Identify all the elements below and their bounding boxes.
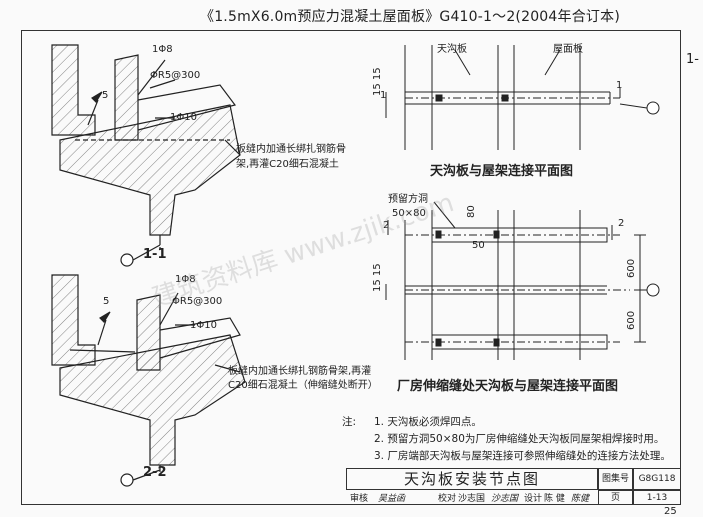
- approval-row: 审核 吴益函 校对 沙志国 沙志国 设计 陈 健 陈健: [346, 490, 681, 505]
- plan2-caption: 厂房伸缩缝处天沟板与屋架连接平面图: [397, 379, 619, 394]
- plan2-mark-left: 2: [383, 220, 390, 231]
- section1-rebar-phi5: ΦR5@300: [150, 70, 201, 81]
- section1-label: 1-1: [143, 247, 167, 262]
- page-number: 25: [664, 506, 677, 517]
- note-item: 2. 预留方洞50×80为厂房伸缩缝处天沟板同屋架相焊接时用。: [374, 433, 665, 445]
- review-signature: 吴益函: [378, 494, 406, 504]
- plan2-dim-vertical: 15 15: [372, 263, 383, 292]
- section-1-1-detail: [51, 44, 241, 267]
- section2-note-line2: C20细石混凝土（伸缩缝处断开）: [228, 380, 378, 391]
- section2-rebar-1phi10: 1Φ10: [190, 320, 217, 331]
- check-signature: 沙志国: [491, 494, 519, 504]
- section-2-2-detail: [51, 274, 246, 487]
- review-label: 审核: [350, 494, 369, 504]
- plan1-mark-right: 1: [616, 80, 623, 91]
- drawing-frame: [21, 30, 681, 505]
- notes-label: 注:: [342, 416, 357, 428]
- note-item: 3. 厂房端部天沟板与屋架连接可参照伸缩缝处的连接方法处理。: [374, 450, 671, 462]
- plan1-mark-left: 1: [380, 90, 387, 101]
- plan-gutter-connection: [385, 45, 660, 150]
- section1-note-line2: 架,再灌C20细石混凝土: [236, 159, 339, 170]
- atlas-number-value: G8G118: [633, 468, 681, 490]
- header-title: 《1.5mX6.0m预应力混凝土屋面板》G410-1～2(2004年合订本): [200, 9, 620, 25]
- section2-note-line1: 板缝内加通长绑扎钢筋骨架,再灌: [228, 366, 372, 377]
- check-label: 校对: [438, 494, 457, 504]
- title-block: 天沟板安装节点图 图集号 G8G118 页 1-13: [346, 468, 681, 505]
- section1-dim-5: 5: [102, 90, 109, 101]
- check-name: 沙志国: [458, 494, 486, 504]
- plan2-dim-600-upper: 600: [626, 258, 637, 278]
- plan2-dim-600-lower: 600: [626, 310, 637, 330]
- design-signature: 陈健: [571, 494, 590, 504]
- plan-expansion-joint: [385, 201, 660, 360]
- section2-dim-5: 5: [103, 296, 110, 307]
- label-gutter-plate: 天沟板: [437, 44, 467, 55]
- section1-rebar-1phi8: 1Φ8: [152, 44, 173, 55]
- reserved-hole-size: 50×80: [392, 208, 426, 219]
- section2-label: 2-2: [143, 465, 167, 480]
- design-name: 陈 健: [544, 494, 565, 504]
- section1-rebar-1phi10: 1Φ10: [170, 112, 197, 123]
- plan2-dim-50: 50: [472, 240, 485, 251]
- drawing-title: 天沟板安装节点图: [346, 468, 598, 490]
- plan2-mark-right: 2: [618, 218, 625, 229]
- section1-note-line1: 板缝内加通长绑扎钢筋骨: [236, 144, 346, 155]
- plan2-dim-80: 80: [466, 205, 477, 218]
- atlas-number-label: 图集号: [598, 468, 633, 490]
- section2-rebar-1phi8: 1Φ8: [175, 274, 196, 285]
- page-label: 页: [598, 490, 633, 505]
- page-value: 1-13: [633, 490, 681, 505]
- plan1-caption: 天沟板与屋架连接平面图: [430, 164, 574, 179]
- design-label: 设计: [524, 494, 543, 504]
- label-roof-plate: 屋面板: [553, 44, 583, 55]
- note-item: 1. 天沟板必须焊四点。: [374, 416, 482, 428]
- label-reserved-hole: 预留方洞: [388, 194, 428, 205]
- side-mark: 1-: [686, 52, 699, 67]
- section2-rebar-phi5: ΦR5@300: [172, 296, 223, 307]
